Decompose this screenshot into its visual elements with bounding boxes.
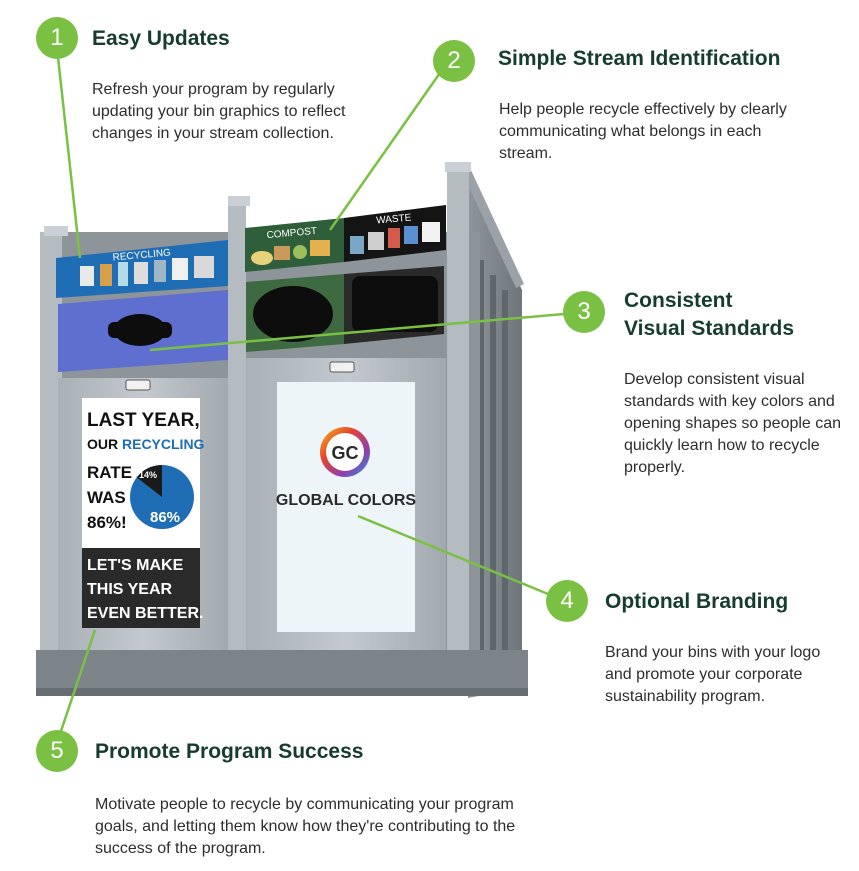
compost-label: COMPOST	[266, 226, 317, 241]
poster-line-1: LAST YEAR,	[87, 410, 200, 431]
callout-2-title: Simple Stream Identification	[498, 47, 781, 70]
poster-line-5: 86%!	[87, 513, 127, 532]
callout-5-title: Promote Program Success	[95, 740, 364, 763]
recycling-opening-panel	[58, 290, 228, 372]
brand-monogram: GC	[332, 443, 359, 463]
callout-1-badge: 1	[36, 17, 78, 59]
callout-2-badge: 2	[433, 40, 475, 82]
waste-label: WASTE	[376, 212, 412, 226]
poster-line-2: OUR RECYCLING	[87, 436, 205, 452]
compost-header-strip: COMPOST	[245, 218, 344, 272]
callout-4-text: Brand your bins with your logo and promo…	[605, 644, 821, 705]
callout-5-text: Motivate people to recycle by communicat…	[95, 796, 516, 857]
pie-big-label: 86%	[150, 509, 180, 526]
pie-small-label: 14%	[139, 470, 157, 480]
callout-leader-lines	[55, 47, 565, 741]
recycling-header-strip: RECYCLING	[56, 240, 228, 298]
poster-line-4: WAS	[87, 488, 126, 507]
waste-header-strip: WASTE	[344, 205, 446, 262]
poster-bottom-1: LET'S MAKE	[87, 557, 184, 574]
callout-3-title-line-2: Visual Standards	[624, 317, 795, 340]
callout-4-title: Optional Branding	[605, 590, 789, 613]
callout-3-text: Develop consistent visual standards with…	[624, 371, 842, 476]
callout-5-badge: 5	[36, 730, 78, 772]
branding-decal: GC GLOBAL COLORS	[276, 382, 416, 632]
compost-opening-panel	[246, 274, 344, 352]
callout-3-badge: 3	[563, 291, 605, 333]
right-door-handle	[329, 361, 355, 373]
callout-3-title-line-1: Consistent	[624, 289, 733, 312]
recycling-poster: LAST YEAR, OUR RECYCLING RATE WAS 86%! 1…	[82, 398, 205, 628]
callout-1-text: Refresh your program by regularly updati…	[92, 81, 346, 142]
waste-opening-panel	[344, 266, 444, 344]
poster-bottom-3: EVEN BETTER.	[87, 605, 203, 622]
left-door-handle	[125, 379, 151, 391]
callout-2-text: Help people recycle effectively by clear…	[499, 101, 787, 162]
poster-bottom-2: THIS YEAR	[87, 581, 173, 598]
poster-line-3: RATE	[87, 463, 132, 482]
recycling-label: RECYCLING	[112, 247, 171, 263]
brand-name: GLOBAL COLORS	[276, 492, 416, 509]
callout-1-title: Easy Updates	[92, 27, 230, 50]
callout-4-badge: 4	[546, 580, 588, 622]
recycling-rate-pie: 14% 86%	[130, 464, 194, 529]
